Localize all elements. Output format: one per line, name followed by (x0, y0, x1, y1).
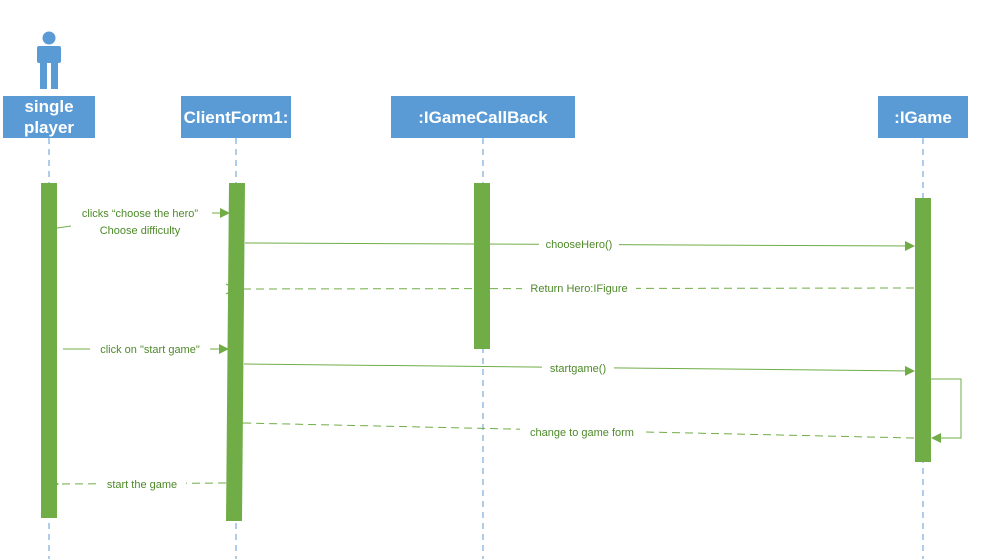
activation-callback (474, 183, 490, 349)
message-label-change-form: change to game form (530, 427, 634, 439)
label-background (90, 342, 210, 356)
person-icon (37, 31, 61, 89)
label-background (542, 361, 614, 375)
participant-game: :IGame (878, 96, 968, 138)
participant-callback: :IGameCallBack (391, 96, 575, 138)
message-arrow-choose-hero-click (56, 225, 72, 229)
activation-single-player (41, 183, 57, 518)
label-background (539, 237, 619, 251)
message-label-return-hero: Return Hero:IFigure (530, 283, 627, 295)
message-arrow-self-call (931, 378, 962, 443)
participant-client-form: ClientForm1: (181, 96, 291, 138)
label-background (520, 425, 644, 439)
message-label-start-game-call: startgame() (550, 363, 606, 375)
participant-single-player: single player (3, 96, 95, 138)
participant-label: single player (23, 97, 75, 137)
label-background (522, 281, 636, 295)
participant-label: :IGame (894, 107, 952, 127)
activation-game (915, 198, 931, 462)
message-label-start-the-game: start the game (107, 479, 177, 491)
message-label-choose-difficulty: Choose difficulty (100, 225, 181, 237)
message-label-choose-hero-click: clicks “choose the hero” (82, 208, 198, 220)
label-background (98, 477, 186, 491)
message-label-start-game-click: click on "start game" (100, 344, 200, 356)
activation-client-form (226, 183, 245, 521)
message-label-choose-hero-call: chooseHero() (546, 239, 613, 251)
participant-label: ClientForm1: (183, 107, 289, 127)
message-arrow-change-form (243, 423, 915, 439)
participant-label: :IGameCallBack (418, 107, 548, 127)
